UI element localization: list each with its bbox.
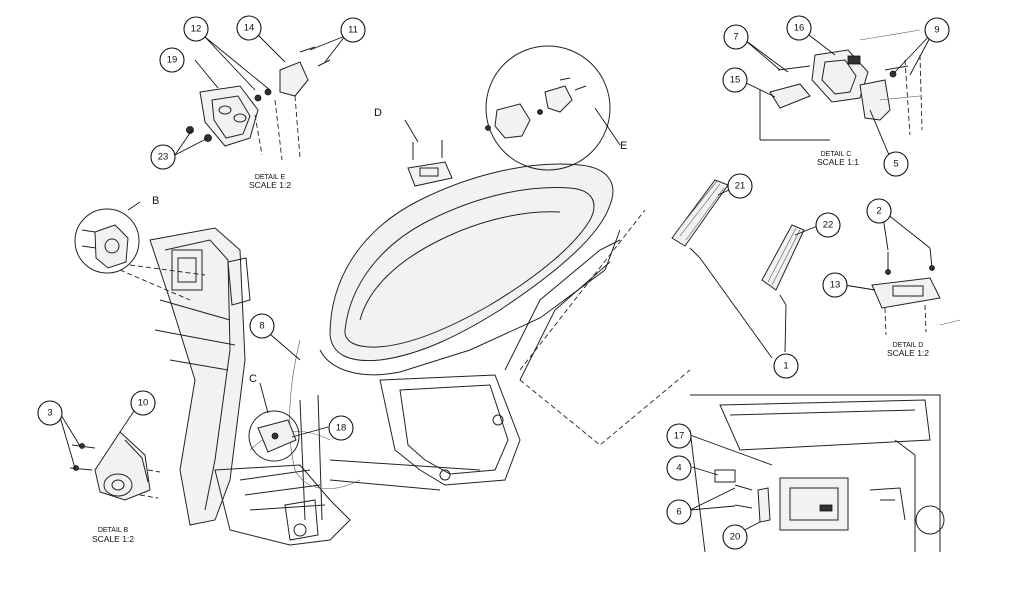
callout-16: 16	[786, 15, 812, 41]
svg-text:16: 16	[794, 23, 805, 34]
detail-b-circle	[74, 208, 140, 274]
svg-text:21: 21	[735, 181, 746, 192]
callout-14: 14	[236, 15, 262, 41]
callout-20: 20	[722, 524, 748, 550]
svg-text:12: 12	[191, 24, 202, 35]
svg-text:4: 4	[676, 463, 681, 474]
callout-23: 23	[150, 144, 176, 170]
svg-text:7: 7	[733, 32, 738, 43]
detail-c-circle	[248, 410, 300, 462]
svg-text:15: 15	[730, 75, 741, 86]
grip-parts	[671, 179, 805, 359]
detail-d-scale: SCALE 1:2	[887, 348, 929, 358]
main-frame-assembly	[149, 163, 621, 546]
detail-leaders	[74, 45, 691, 462]
callout-11: 11	[340, 17, 366, 43]
callout-21: 21	[727, 173, 753, 199]
detail-e-exploded	[186, 46, 331, 161]
svg-text:5: 5	[893, 159, 898, 170]
callout-10: 10	[130, 390, 156, 416]
detail-e-scale: SCALE 1:2	[249, 180, 291, 190]
callout-17: 17	[666, 423, 692, 449]
callout-4: 4	[666, 455, 692, 481]
callout-2: 2	[866, 198, 892, 224]
detail-e-circle	[485, 45, 611, 171]
svg-text:17: 17	[674, 431, 685, 442]
detail-b-name: DETAIL B	[98, 527, 129, 534]
detail-c-inset-part	[257, 419, 297, 453]
detail-d-exploded	[871, 247, 961, 336]
detail-e-name: DETAIL E	[255, 174, 286, 181]
svg-text:22: 22	[823, 220, 834, 231]
detail-b-inset-part	[81, 224, 129, 269]
callout-12: 12	[183, 16, 209, 42]
svg-text:6: 6	[676, 507, 681, 518]
callout-8: 8	[249, 313, 275, 339]
svg-text:23: 23	[158, 152, 169, 163]
svg-text:20: 20	[730, 532, 741, 543]
detail-b-exploded	[69, 431, 161, 501]
callout-15: 15	[722, 67, 748, 93]
detail-c-name: DETAIL C	[821, 151, 852, 158]
callout-9: 9	[924, 17, 950, 43]
callout-18: 18	[328, 415, 354, 441]
callout-7: 7	[723, 24, 749, 50]
callout-13: 13	[822, 272, 848, 298]
svg-text:8: 8	[259, 321, 264, 332]
callout-6: 6	[666, 499, 692, 525]
svg-text:18: 18	[336, 423, 347, 434]
svg-text:14: 14	[244, 23, 255, 34]
callout-3: 3	[37, 400, 63, 426]
callout-22: 22	[815, 212, 841, 238]
detail-b-scale: SCALE 1:2	[92, 534, 134, 544]
svg-text:11: 11	[348, 25, 358, 36]
svg-text:3: 3	[47, 408, 52, 419]
svg-text:2: 2	[876, 206, 881, 217]
detail-letter-e: E	[620, 140, 627, 152]
callout-5: 5	[883, 151, 909, 177]
detail-letter-c: C	[249, 373, 257, 385]
detail-c-scale: SCALE 1:1	[817, 157, 859, 167]
svg-text:1: 1	[783, 361, 788, 372]
detail-c-exploded	[759, 29, 923, 141]
svg-text:9: 9	[934, 25, 939, 36]
detail-letter-d: D	[374, 107, 382, 119]
callout-1: 1	[773, 353, 799, 379]
detail-d-name: DETAIL D	[893, 342, 924, 349]
detail-e-inset-parts	[485, 77, 587, 139]
svg-text:19: 19	[167, 55, 178, 66]
svg-text:13: 13	[830, 280, 841, 291]
detail-d-small-part	[407, 140, 453, 187]
svg-text:10: 10	[138, 398, 149, 409]
callout-19: 19	[159, 47, 185, 73]
lower-right-inset	[689, 394, 945, 553]
detail-letter-b: B	[152, 195, 159, 207]
